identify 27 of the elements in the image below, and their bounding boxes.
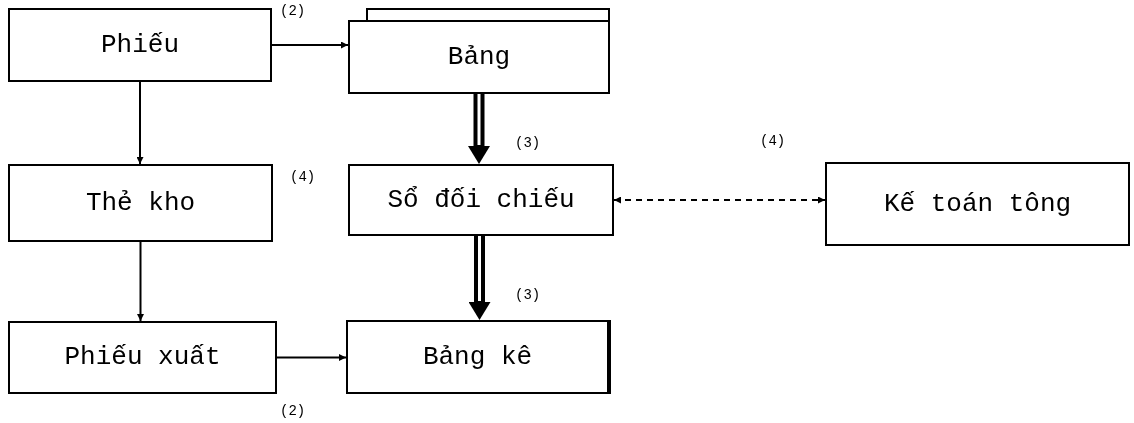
stacked-document-box (348, 8, 610, 94)
process-box (8, 321, 277, 394)
arrow (137, 241, 144, 322)
process-box (8, 8, 272, 82)
step-number: (3) (515, 136, 541, 150)
double-arrow (468, 92, 490, 164)
box-label: Bảng (447, 40, 511, 74)
arrow (276, 354, 347, 361)
process-box (825, 162, 1130, 246)
arrow (136, 81, 144, 165)
process-box (8, 164, 273, 242)
arrow (271, 41, 349, 49)
arrow (613, 196, 826, 204)
box-label: Phiếu xuất (64, 341, 221, 374)
box-label: Thẻ kho (85, 186, 196, 220)
step-number: (4) (290, 170, 316, 184)
step-number: (4) (760, 134, 786, 148)
step-number: (2) (280, 4, 306, 18)
double-arrow (468, 234, 491, 320)
step-number: (3) (515, 288, 541, 302)
process-box (346, 320, 611, 394)
box-label: Sổ đối chiếu (387, 183, 575, 217)
box-label: Kế toán tông (883, 187, 1072, 221)
process-box (348, 164, 614, 236)
step-number: (2) (280, 404, 306, 418)
box-label: Bảng kê (422, 340, 533, 374)
box-label: Phiếu (101, 28, 179, 62)
